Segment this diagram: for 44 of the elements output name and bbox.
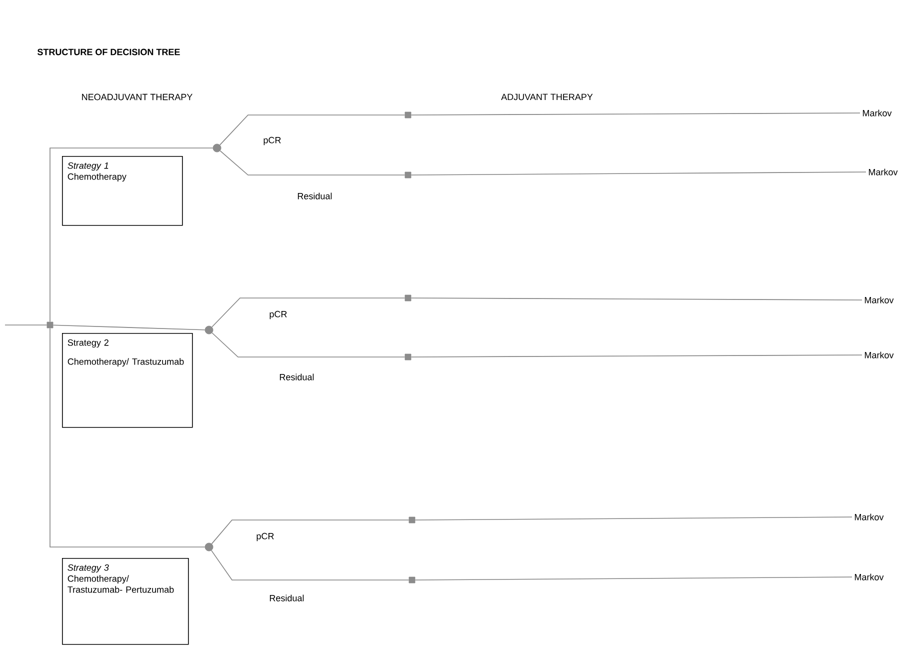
title: STRUCTURE OF DECISION TREE — [37, 48, 180, 56]
branch-line — [212, 298, 406, 328]
branch-line — [410, 172, 866, 176]
outcome-label: Markov — [854, 574, 884, 580]
column-heading: ADJUVANT THERAPY — [501, 94, 593, 100]
chance-node — [212, 144, 222, 152]
branch-marker — [404, 294, 412, 302]
outcome-label: Markov — [854, 514, 884, 520]
chance-node — [204, 326, 214, 334]
branch-line — [220, 150, 406, 176]
column-heading: NEOADJUVANT THERAPY — [82, 94, 192, 100]
edge-label: Residual — [280, 374, 314, 380]
edge-label: Residual — [298, 192, 332, 200]
branch-line — [52, 324, 206, 330]
outcome-label: Markov — [862, 110, 892, 116]
edge-label: pCR — [264, 136, 281, 146]
decision-node — [46, 322, 54, 328]
edge-label: Residual — [270, 594, 304, 602]
strategy-box: Strategy 2 Chemotherapy/ Trastuzumab — [62, 333, 193, 428]
branch-line — [211, 550, 410, 580]
branch-marker — [404, 112, 412, 118]
branch-line — [414, 576, 852, 580]
branch-marker — [408, 516, 416, 524]
strategy-box: Strategy 3 Chemotherapy/ Trastuzumab- Pertuzumab — [62, 558, 189, 645]
branch-marker — [404, 172, 412, 178]
strategy-box: Strategy 1 Chemotherapy — [62, 156, 183, 226]
branch-line — [219, 114, 406, 146]
branch-line — [410, 112, 860, 116]
branch-line — [211, 520, 410, 544]
branch-line — [414, 516, 852, 520]
branch-line — [50, 328, 206, 548]
branch-line — [4, 324, 48, 326]
branch-line — [212, 332, 406, 358]
outcome-label: Markov — [864, 296, 894, 304]
branch-line — [410, 298, 862, 300]
branch-marker — [408, 576, 416, 584]
branch-line — [410, 354, 862, 358]
outcome-label: Markov — [864, 352, 894, 358]
outcome-label: Markov — [868, 168, 898, 176]
branch-line — [50, 148, 214, 322]
edge-label: pCR — [256, 532, 274, 542]
branch-marker — [404, 354, 412, 360]
chance-node — [204, 542, 214, 552]
edge-label: pCR — [270, 310, 287, 320]
